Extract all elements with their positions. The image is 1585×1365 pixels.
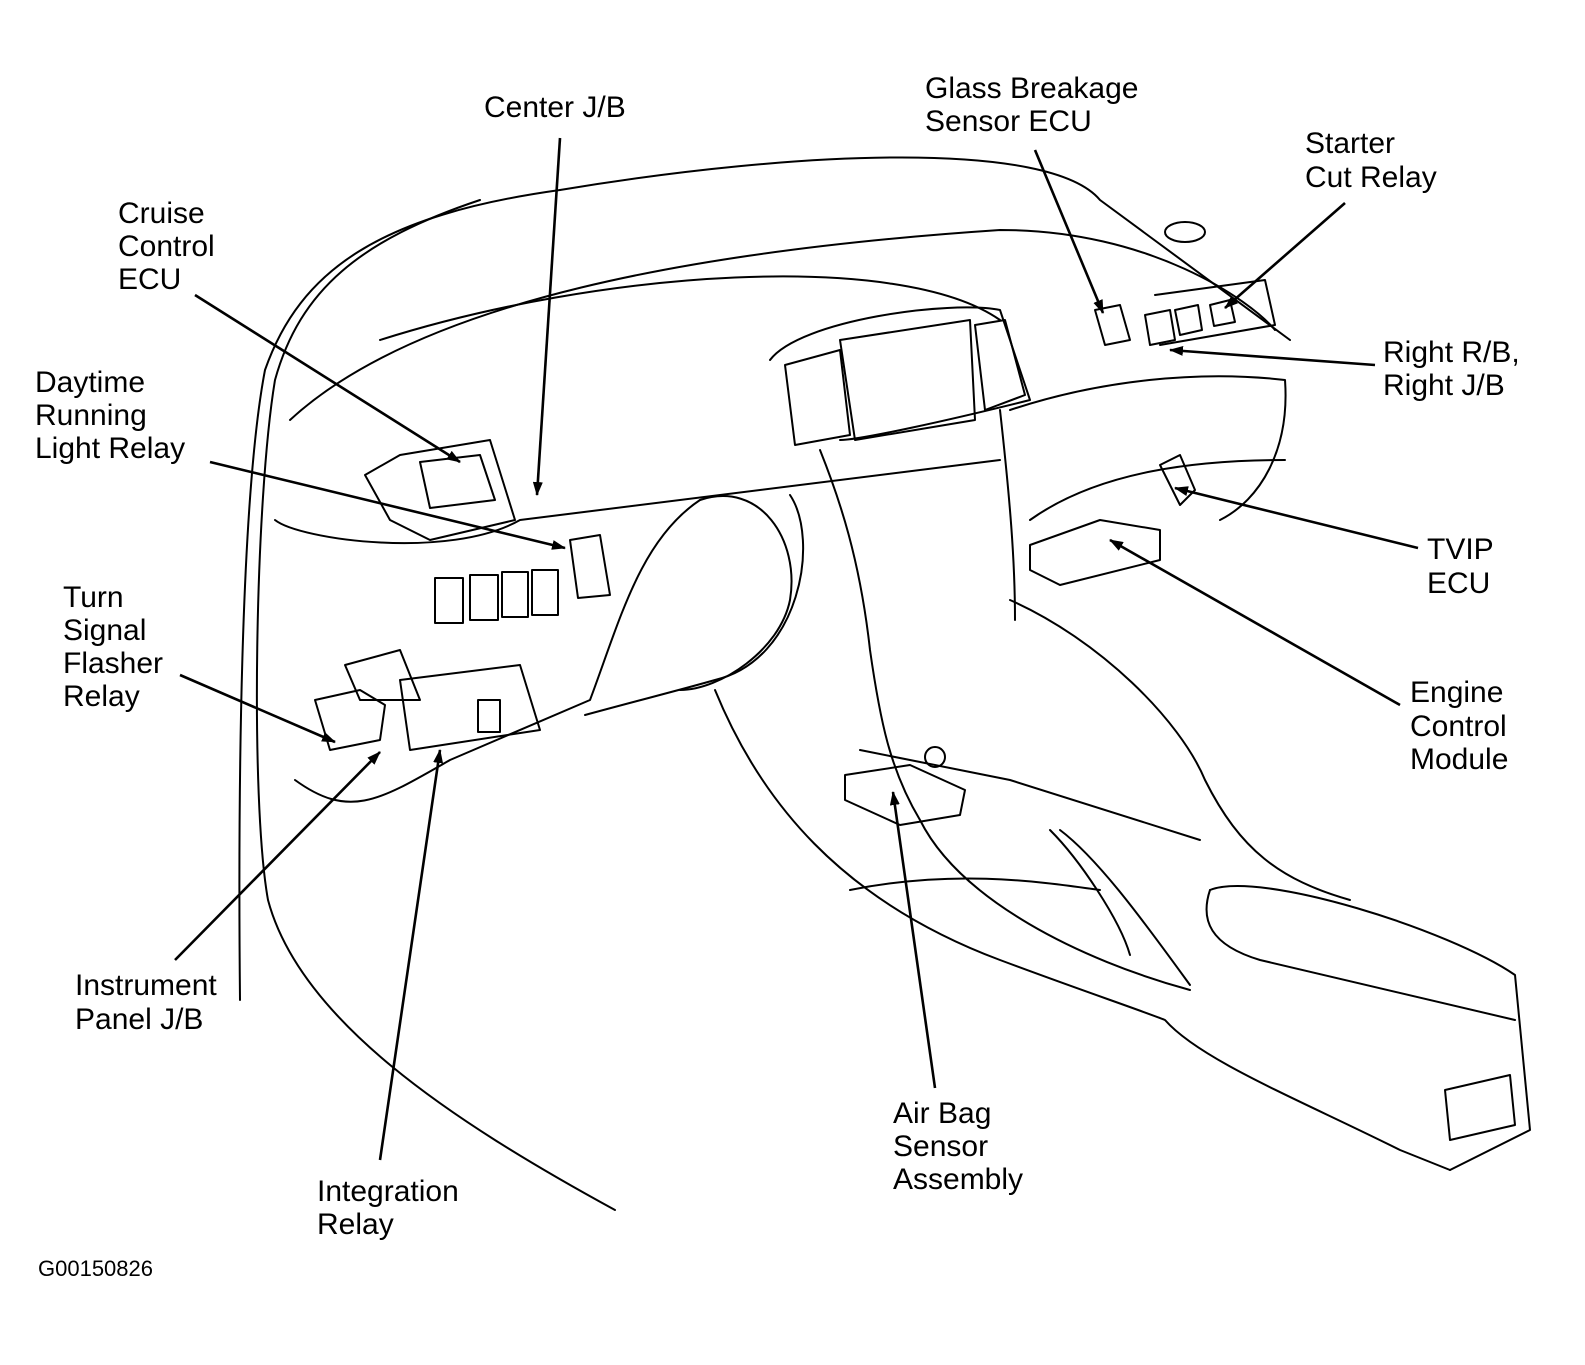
dashboard-outline	[238, 156, 1531, 1211]
label-integration-relay: Integration Relay	[317, 1175, 467, 1241]
label-starter-cut-relay: Starter Cut Relay	[1305, 127, 1437, 194]
arrow-instrument-panel	[174, 751, 381, 961]
arrow-turn-signal	[179, 673, 336, 744]
label-glass-breakage: Glass Breakage Sensor ECU	[925, 72, 1147, 138]
label-engine-control-module: Engine Control Module	[1410, 676, 1515, 776]
instrument-panel-jb-shape	[399, 664, 541, 751]
arrow-cruise-control	[194, 293, 461, 464]
label-turn-signal-flasher-relay: Turn Signal Flasher Relay	[63, 581, 171, 713]
label-instrument-panel-jb: Instrument Panel J/B	[75, 969, 225, 1036]
arrow-air-bag	[889, 791, 937, 1089]
label-tvip-ecu: TVIP ECU	[1427, 533, 1501, 600]
arrow-daytime-running	[209, 460, 566, 550]
label-right-rb-jb: Right R/B, Right J/B	[1383, 336, 1528, 402]
arrow-tvip	[1174, 486, 1419, 550]
daytime-relay-shape	[569, 534, 611, 599]
arrow-integration-relay	[378, 749, 444, 1161]
leader-arrows	[174, 137, 1419, 1161]
tvip-shape	[1159, 454, 1196, 506]
arrow-glass-breakage	[1033, 149, 1105, 314]
airbag-sensor-shape	[844, 764, 966, 826]
arrow-engine-control	[1109, 538, 1401, 707]
arrow-center-jb	[532, 137, 562, 496]
arrow-right-rb	[1169, 345, 1376, 367]
label-center-jb: Center J/B	[484, 91, 626, 124]
label-daytime-running-light-relay: Daytime Running Light Relay	[35, 366, 185, 465]
ecm-shape	[1029, 519, 1161, 586]
arrow-starter-cut	[1224, 202, 1346, 309]
label-air-bag-sensor-assembly: Air Bag Sensor Assembly	[893, 1097, 1023, 1196]
figure-id: G00150826	[38, 1256, 153, 1281]
glass-breakage-shape	[1094, 304, 1131, 346]
label-cruise-control-ecu: Cruise Control ECU	[118, 197, 223, 296]
